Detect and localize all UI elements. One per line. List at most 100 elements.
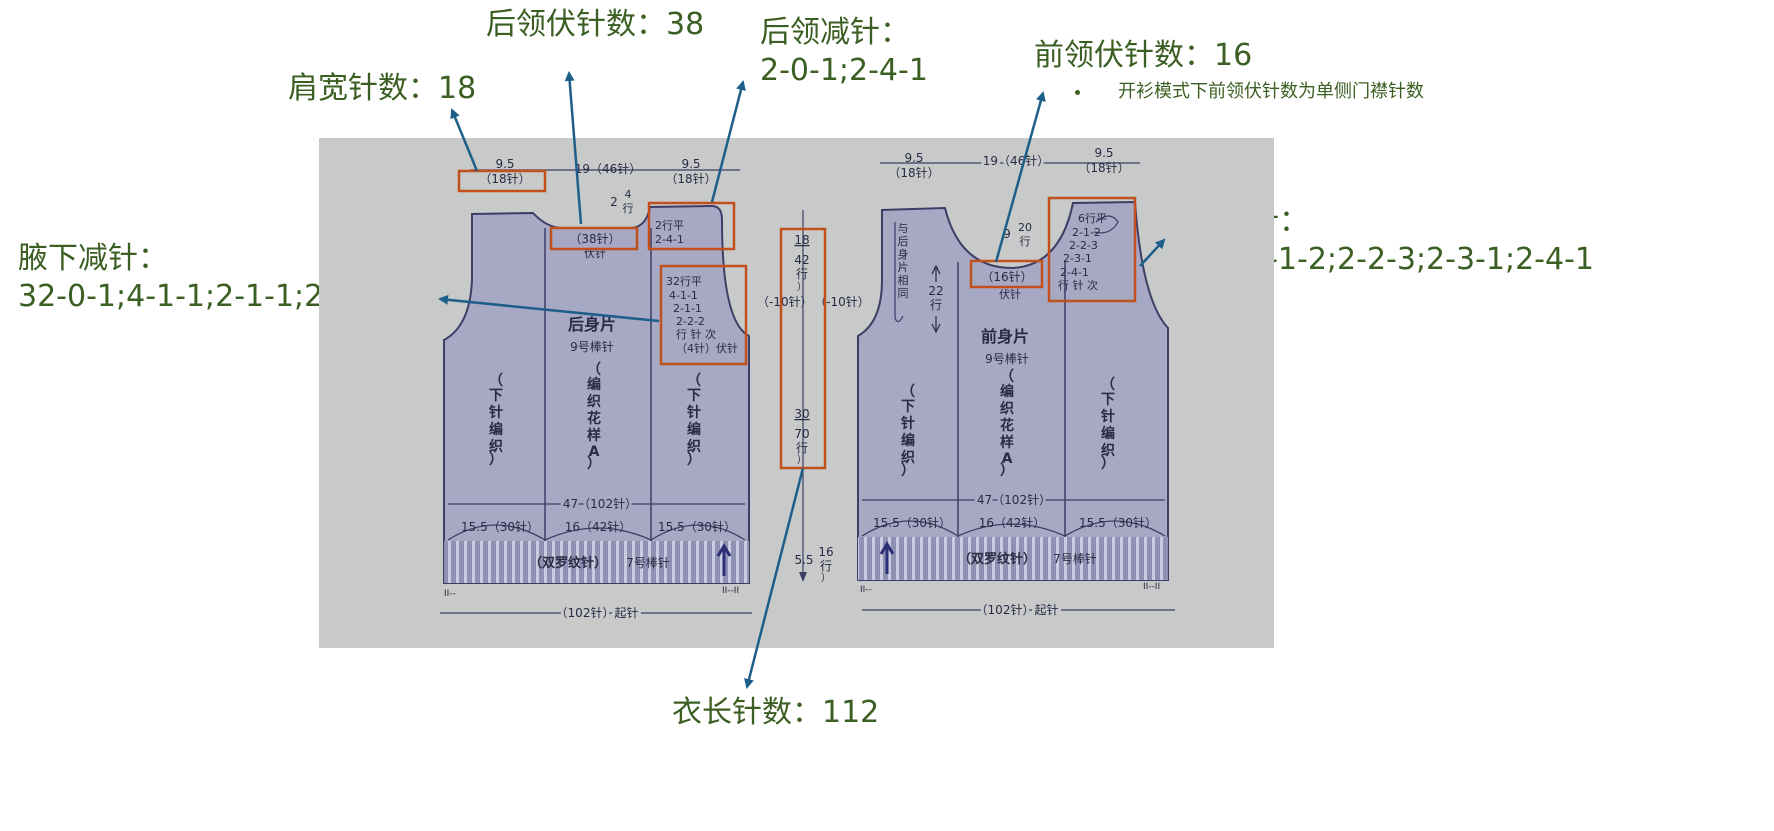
front-neck-note-text: 开衫模式下前领伏针数为单侧门襟针数 <box>1118 81 1424 102</box>
front-ribbing <box>858 537 1168 580</box>
arrow-back-neck-decrease <box>710 80 746 203</box>
front-rib-mark: II--II <box>1143 582 1160 592</box>
front-center-panel-char: 样 <box>1000 434 1014 451</box>
front-left-panel-char: 下 <box>901 399 915 415</box>
back-right-panel-char: 编 <box>687 421 701 438</box>
arrow-armhole <box>438 294 660 323</box>
back-left-panel-char: （ <box>489 373 503 389</box>
annotation-arrows <box>438 71 1166 689</box>
center-body-cm: 30 <box>794 407 809 421</box>
back-armhole-side: （-10针） <box>757 294 813 309</box>
center-body-rows-0: 70 <box>794 427 809 441</box>
front-segment-arc-right <box>1064 520 1166 537</box>
front-armhole-rows-1: 行 <box>930 298 942 312</box>
back-neck-width: 19（46针） <box>575 161 642 176</box>
center-armhole-rows-1: 行 <box>796 267 808 281</box>
front-right-panel-char: 编 <box>1101 425 1115 442</box>
length-callout: 衣长针数：112 <box>672 694 879 732</box>
center-measure <box>799 210 807 582</box>
front-neck-note: 开衫模式下前领伏针数为单侧门襟针数 <box>1075 77 1424 103</box>
back-left-panel-char: ） <box>489 452 503 468</box>
back-shoulder-left-st: （18针） <box>479 171 530 186</box>
back-segment-arc-right <box>650 524 746 541</box>
center-rib-cm: 5.5 <box>794 553 813 567</box>
back-title: 后身片 <box>568 315 616 334</box>
back-center-panel-char: 样 <box>587 427 601 444</box>
front-segment-arc-left <box>861 520 959 537</box>
front-right-panel-char: 针 <box>1100 408 1115 425</box>
back-segment-arc-left <box>447 524 546 541</box>
back-center-panel-char: 织 <box>587 393 601 410</box>
center-body-rows-1: 行 <box>796 441 808 455</box>
front-neck-bindoff: （16针） <box>981 269 1032 284</box>
armhole-callout-title: 腋下减针： <box>18 241 168 276</box>
back-piece <box>440 169 752 614</box>
front-center-panel-char: （ <box>1000 369 1014 385</box>
front-neck-dec-1: 2-1-2 <box>1072 226 1101 239</box>
back-right-panel-char: 下 <box>687 388 701 404</box>
back-left-panel-char: 织 <box>489 438 503 455</box>
center-measure-arrow-icon <box>799 572 807 582</box>
front-neck-dec-2: 2-2-3 <box>1069 239 1098 252</box>
front-neck-bindoff-callout-text: 前领伏针数：16 <box>1034 38 1253 73</box>
front-center-panel-char: 织 <box>1000 400 1014 417</box>
back-right-panel-label: （ 下 针 编 织 ） <box>686 373 701 468</box>
back-armhole-dec-5: （4针）伏针 <box>676 341 738 355</box>
same-as-back-char: 后 <box>898 235 909 248</box>
front-piece <box>857 162 1175 611</box>
arrow-shoulder <box>450 108 479 172</box>
back-center-panel-label: （ 编 织 花 样 A ） <box>587 362 601 472</box>
highlight-back-neck-bindoff <box>549 226 639 251</box>
highlight-back-neck-decrease <box>647 201 736 251</box>
front-shoulder-left-st: （18针） <box>888 165 939 180</box>
back-rib-mark: II--II <box>722 586 739 596</box>
center-armhole-cm: 18 <box>794 233 809 247</box>
highlight-back-armhole <box>659 264 748 366</box>
back-seg-right: 15.5（30针） <box>658 519 736 534</box>
front-seg-right: 15.5（30针） <box>1079 515 1157 530</box>
front-neck-depth-rows-1: 行 <box>1020 235 1031 248</box>
back-body-width: 47（102针） <box>563 496 637 511</box>
center-measure-labels: 18 42 行 ） （-10针） 30 70 行 ） 5.5 16 行 ） <box>794 233 869 584</box>
front-center-panel-char: 编 <box>1000 383 1014 400</box>
highlight-shoulder <box>457 169 547 193</box>
back-left-panel-char: 针 <box>488 404 503 421</box>
front-neck-dec-4: 2-4-1 <box>1060 266 1089 279</box>
front-left-panel-char: 编 <box>901 432 915 449</box>
back-neck-depth-rows-0: 4 <box>625 188 632 201</box>
back-right-panel-char: ） <box>687 452 701 468</box>
front-neck-width: 19（46针） <box>983 153 1050 168</box>
back-rib-label: （双罗纹针） <box>529 555 607 571</box>
front-left-panel-label: （ 下 针 编 织 ） <box>900 384 915 479</box>
center-side-label: （-10针） <box>814 294 870 309</box>
arrow-back-neck-bindoff <box>564 71 583 225</box>
back-center-panel-char: 花 <box>587 410 601 427</box>
center-armhole-rows-2: ） <box>797 281 807 293</box>
back-seg-center: 16（42针） <box>565 519 632 534</box>
bullet-icon <box>1075 89 1080 95</box>
back-left-panel-char: 下 <box>489 388 503 404</box>
back-armhole-dec-0: 32行平 <box>666 275 702 288</box>
rib-arrow-icon <box>716 543 732 576</box>
center-rib-rows-0: 16 <box>818 545 833 559</box>
front-left-panel-char: （ <box>901 384 915 400</box>
front-center-panel-label: （ 编 织 花 样 A ） <box>1000 369 1014 479</box>
front-piece-labels: 9.5 （18针） 19（46针） 9.5 （18针） 与 后 身 片 相 同 … <box>860 146 1160 620</box>
same-as-back-char: 相 <box>898 274 909 287</box>
same-as-back-char: 同 <box>898 287 909 300</box>
back-neck-bindoff-callout: 后领伏针数：38 <box>486 6 704 44</box>
front-rib-arrow-icon <box>879 541 895 574</box>
front-center-panel-char: A <box>1002 451 1013 467</box>
arrow-front-neck-decrease <box>1139 238 1166 267</box>
front-neck-dec-3: 2-3-1 <box>1063 252 1092 265</box>
front-center-panel-char: 花 <box>1000 417 1014 434</box>
length-callout-text: 衣长针数：112 <box>672 695 880 730</box>
back-neck-dec-0: 2行平 <box>655 219 684 232</box>
back-neck-decrease-callout-title: 后领减针： <box>760 15 910 50</box>
back-shoulder-right-cm: 9.5 <box>681 157 700 171</box>
front-same-as-back: 与 后 身 片 相 同 <box>898 222 909 300</box>
front-neck-bindoff-suffix: 伏针 <box>999 287 1021 301</box>
back-rib-mark-left: II-- <box>444 589 456 599</box>
front-rib-label: （双罗纹针） <box>958 551 1036 567</box>
front-title: 前身片 <box>981 327 1029 346</box>
